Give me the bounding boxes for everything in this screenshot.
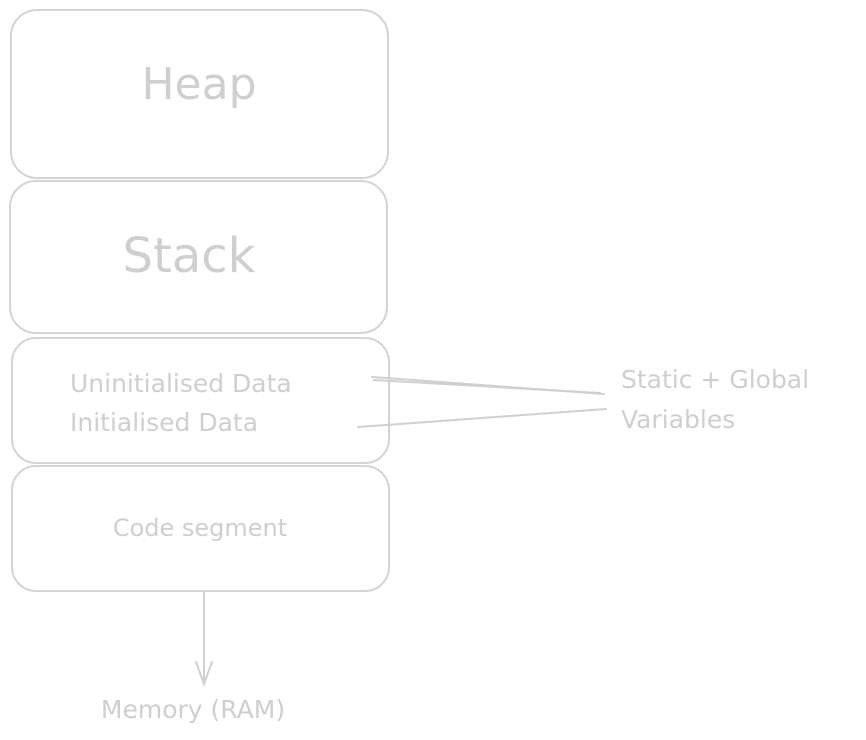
code-segment-label: Code segment xyxy=(113,514,287,542)
arrow-head-icon xyxy=(195,661,213,687)
heap-box xyxy=(10,9,389,179)
data-segment-box xyxy=(11,337,390,464)
initialised-data-label: Initialised Data xyxy=(70,408,258,437)
stack-label: Stack xyxy=(123,228,256,284)
uninitialised-data-label: Uninitialised Data xyxy=(70,369,292,398)
code-segment-box xyxy=(11,465,390,592)
connector-uninitialised-stroke2 xyxy=(373,379,601,394)
annotation-line-2: Variables xyxy=(621,405,735,434)
memory-ram-label: Memory (RAM) xyxy=(101,695,285,724)
stack-box xyxy=(9,180,388,334)
connector-initialised xyxy=(357,408,607,428)
heap-label: Heap xyxy=(141,59,256,110)
annotation-line-1: Static + Global xyxy=(621,365,809,394)
